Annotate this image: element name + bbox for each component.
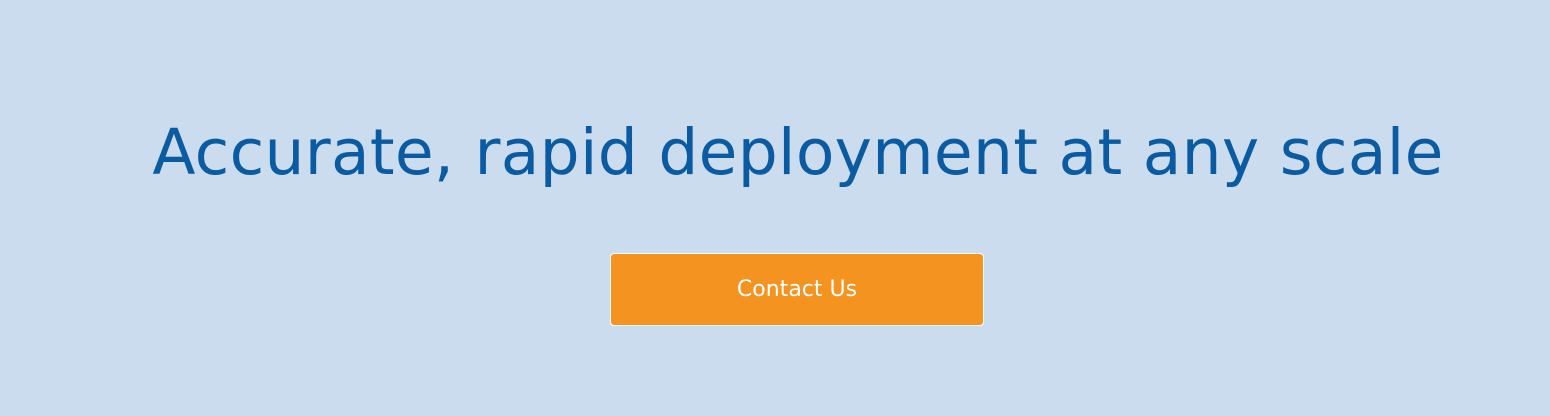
hero-title: Accurate, rapid deployment at any scale [152, 116, 1444, 189]
contact-us-button[interactable]: Contact Us [610, 253, 984, 326]
